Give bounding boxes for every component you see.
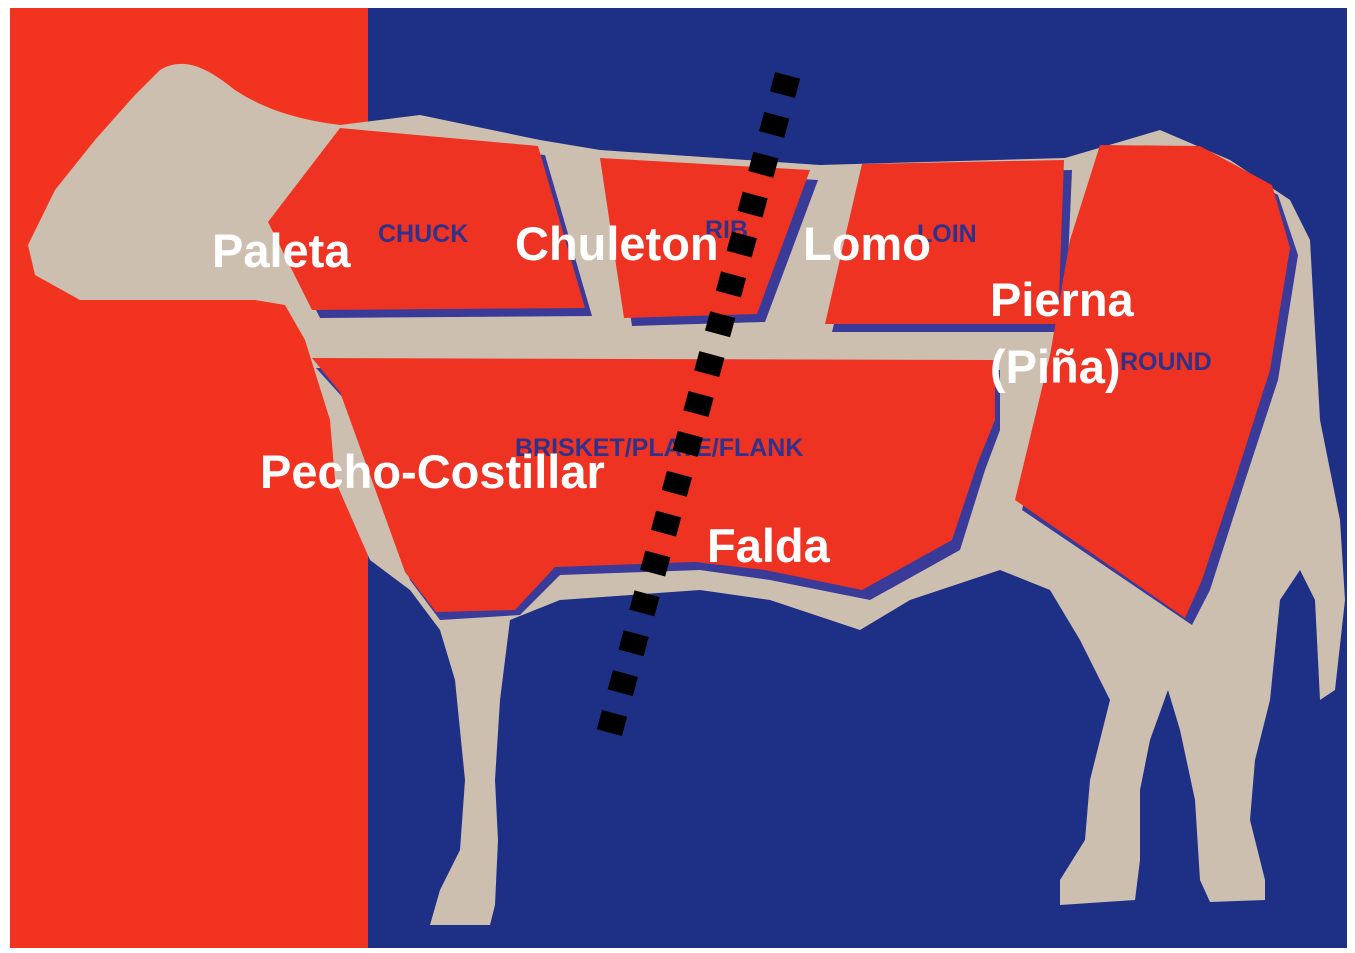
chuleton-label: Chuleton [515, 217, 719, 270]
dotted-cut-line [596, 71, 801, 737]
loin-label: LOIN [917, 220, 977, 248]
cuts [268, 128, 1290, 618]
english-cut-labels: CHUCK RIB LOIN ROUND BRISKET/PLATE/FLANK [378, 216, 1212, 462]
cut-line-dash [694, 351, 725, 378]
pecho-costillar-label: Pecho-Costillar [260, 445, 605, 498]
cut-line-dash [596, 709, 628, 737]
cut-line-dash [769, 71, 801, 99]
lomo-label: Lomo [803, 217, 931, 270]
cut-line-dash [672, 430, 703, 457]
cut-line-dash [607, 670, 638, 697]
cut-line-dash [629, 590, 660, 617]
cut-line-dash [661, 470, 693, 497]
cut-line-dash [726, 231, 757, 258]
cut-line-dash [748, 151, 779, 178]
spanish-labels: Paleta Chuleton Lomo Pierna (Piña) Pecho… [212, 217, 1135, 572]
cut-line-dash [618, 630, 649, 657]
cut-line-dash [704, 311, 736, 338]
round-cut [1015, 145, 1290, 618]
cut-line-dash [683, 390, 714, 418]
cut-line-dash [650, 510, 682, 537]
loin-cut [825, 160, 1064, 324]
brisket-cut [312, 358, 995, 612]
paleta-label: Paleta [212, 224, 351, 277]
chuck-cut [268, 128, 585, 310]
pierna-label: Pierna [990, 273, 1135, 326]
cut-line-dash [640, 550, 671, 577]
cut-line-dash [737, 191, 768, 218]
cut-line-dash [715, 271, 747, 298]
chuck-label: CHUCK [378, 220, 468, 248]
round-label: ROUND [1120, 348, 1212, 376]
brisket-label: BRISKET/PLATE/FLANK [515, 434, 803, 462]
pina-label: (Piña) [990, 340, 1121, 393]
cut-line-dash [759, 111, 790, 138]
falda-label: Falda [707, 519, 831, 572]
